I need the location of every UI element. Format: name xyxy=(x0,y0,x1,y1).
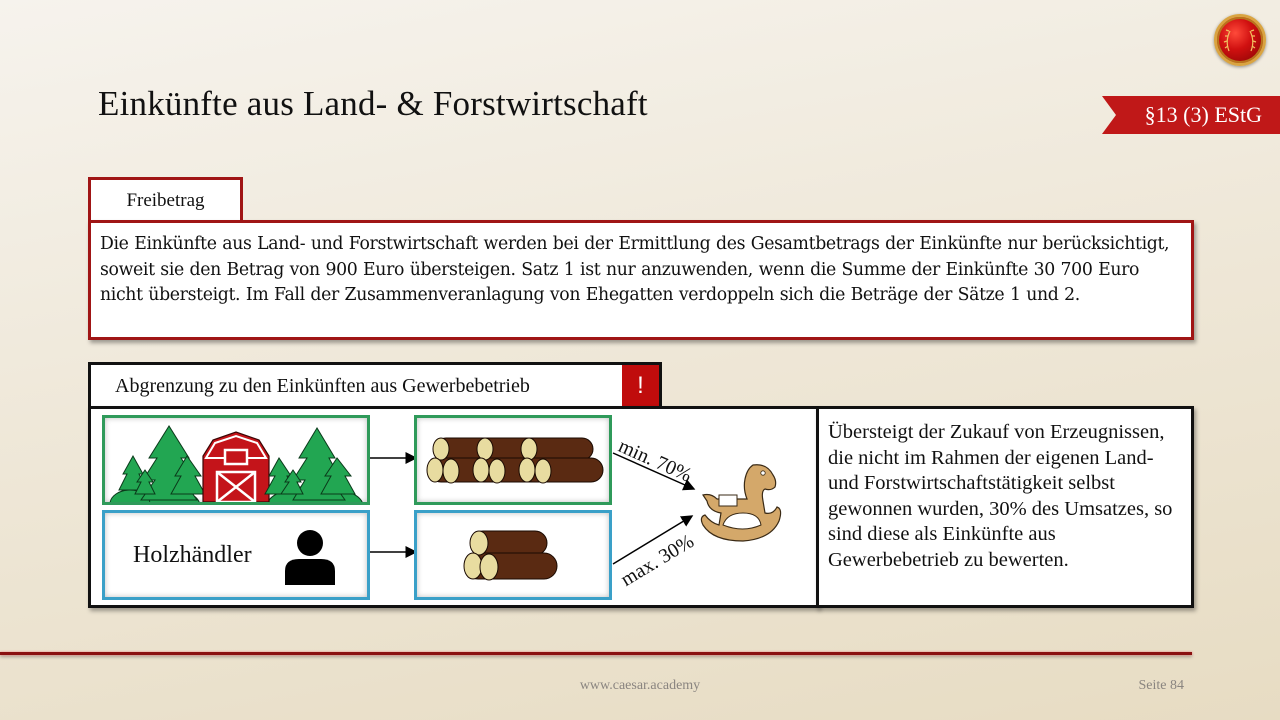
farm-card xyxy=(102,415,370,505)
alert-badge: ! xyxy=(622,365,659,406)
log-pile-small-icon xyxy=(463,530,558,581)
log-pile-large-icon xyxy=(426,437,604,484)
person-icon xyxy=(285,530,335,585)
laurel-seal-icon xyxy=(1214,14,1266,66)
gewerbe-explanation: Übersteigt der Zukauf von Erzeugnissen, … xyxy=(816,406,1194,608)
dealer-label: Holzhändler xyxy=(133,542,252,568)
freibetrag-tab: Freibetrag xyxy=(88,177,243,221)
arrow-farm-to-logs xyxy=(370,452,418,558)
page-title: Einkünfte aus Land- & Forstwirtschaft xyxy=(98,84,648,123)
log-pile-small-card xyxy=(414,510,612,600)
abgrenzung-diagram: Holzhändler xyxy=(88,406,819,608)
dealer-card: Holzhändler xyxy=(102,510,370,600)
law-reference-badge: §13 (3) EStG xyxy=(1102,96,1280,134)
footer-divider xyxy=(0,652,1192,655)
freibetrag-text: Die Einkünfte aus Land- und Forstwirtsch… xyxy=(88,220,1194,340)
footer-url[interactable]: www.caesar.academy xyxy=(579,678,701,693)
log-pile-large-card xyxy=(414,415,612,505)
page-number: Seite 84 xyxy=(1138,678,1185,693)
arrows-to-horse xyxy=(612,452,696,565)
rocking-horse-icon xyxy=(700,464,782,542)
abgrenzung-tab: Abgrenzung zu den Einkünften aus Gewerbe… xyxy=(88,362,662,408)
farm-barn-trees-icon xyxy=(109,425,363,502)
